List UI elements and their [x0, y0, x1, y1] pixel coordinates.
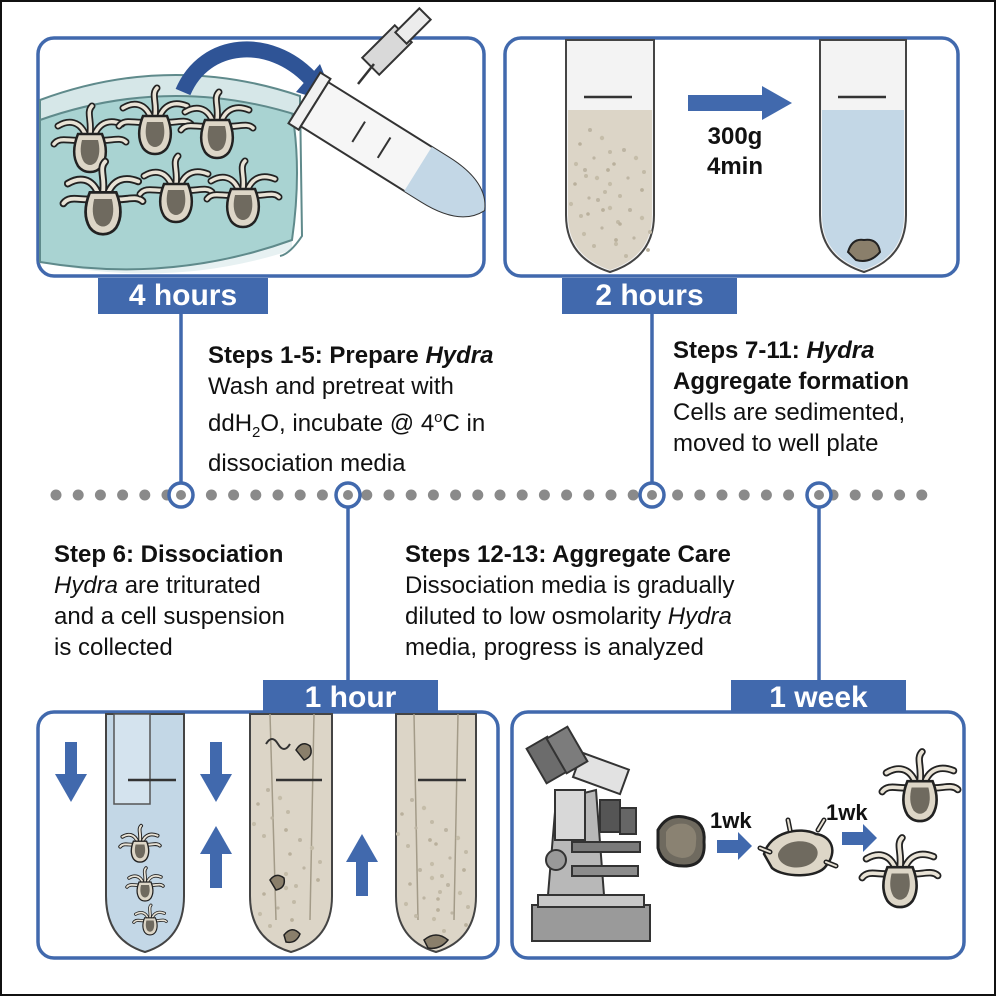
timeline-dot [361, 489, 373, 501]
panel-prepare [36, 6, 486, 278]
tab-4-hours [98, 278, 268, 314]
timeline-dot [250, 489, 262, 501]
tab-1-hour [263, 680, 438, 716]
timeline-dot [916, 489, 928, 501]
spin-speed: 300g [707, 123, 763, 150]
right-arrow-icon [717, 840, 739, 853]
timeline-dot [472, 489, 484, 501]
panel-dissociate [36, 710, 500, 960]
step-formation-title-2: Aggregate formation [673, 368, 910, 395]
timeline-dot [672, 489, 684, 501]
growth-label-1: 1wk [710, 808, 752, 833]
up-down-arrow-icon [55, 742, 378, 896]
step-formation-line: moved to well plate [673, 430, 879, 457]
timeline-dot [694, 489, 706, 501]
timeline-dot [72, 489, 84, 501]
step-dissociation-line: and a cell suspension [54, 603, 285, 630]
timeline-dot [117, 489, 129, 501]
timeline-dot [561, 489, 573, 501]
timeline-dot [627, 489, 639, 501]
step-care-title: Steps 12-13: Aggregate Care [405, 541, 731, 568]
timeline-markers [167, 481, 833, 509]
timeline-dot [94, 489, 106, 501]
tab-2-hours [562, 278, 737, 314]
timeline-dot [450, 489, 462, 501]
timeline-dot [405, 489, 417, 501]
step-formation-line: Cells are sedimented, [673, 399, 906, 426]
step-prepare-text: Steps 1-5: Prepare Hydra Wash and pretre… [208, 340, 493, 479]
right-arrow-icon [842, 832, 864, 845]
growth-label-2: 1wk [826, 800, 868, 825]
timeline-dot [516, 489, 528, 501]
timeline-dot [716, 489, 728, 501]
step-dissociation-title: Step 6: Dissociation [54, 541, 284, 568]
step-dissociation-line: Hydra are triturated [54, 572, 261, 599]
timeline-dot [316, 489, 328, 501]
step-dissociation-line: is collected [54, 634, 173, 661]
timeline-dot [849, 489, 861, 501]
centrifuge-settings: 300g 4min [690, 122, 780, 182]
panel-care [510, 710, 966, 960]
step-aggregate-formation-text: Steps 7-11: Hydra Aggregate formation Ce… [673, 335, 909, 459]
timeline-dot [294, 489, 306, 501]
step-prepare-line: Wash and pretreat with [208, 373, 454, 400]
step-dissociation-text: Step 6: Dissociation Hydra are triturate… [54, 539, 285, 663]
time-label-1-week: 1 week [769, 681, 868, 714]
panel-sediment [503, 36, 960, 278]
timeline-dot [760, 489, 772, 501]
timeline-dot [427, 489, 439, 501]
step-care-line: media, progress is analyzed [405, 634, 704, 661]
time-label-4-hours: 4 hours [128, 279, 238, 312]
step-prepare-line: ddH2O, incubate @ 4oC in [208, 409, 486, 441]
timeline-dot [538, 489, 550, 501]
timeline-dot [783, 489, 795, 501]
step-formation-title-1: Steps 7-11: Hydra [673, 337, 875, 364]
tab-1-week [731, 680, 906, 716]
curved-arrow-icon [175, 41, 316, 96]
timeline-dot [50, 489, 62, 501]
timeline-dot [228, 489, 240, 501]
timeline-dot [383, 489, 395, 501]
pipette-icon [357, 6, 433, 85]
timeline-dot [871, 489, 883, 501]
timeline-dots [50, 489, 928, 501]
timeline-dot [583, 489, 595, 501]
timeline-dot [272, 489, 284, 501]
timeline-dot [494, 489, 506, 501]
time-label-1-hour: 1 hour [304, 681, 397, 714]
right-arrow-icon [688, 95, 764, 111]
spin-time: 4min [706, 153, 763, 180]
developing-hydra-icon [757, 817, 839, 877]
tube-icon [287, 71, 486, 218]
step-care-text: Steps 12-13: Aggregate Care Dissociation… [405, 539, 734, 663]
step-prepare-line: dissociation media [208, 449, 406, 477]
step-care-line: Dissociation media is gradually [405, 572, 735, 599]
timeline-dot [605, 489, 617, 501]
timeline-dot [738, 489, 750, 501]
microscope-icon [525, 725, 651, 942]
time-label-2-hours: 2 hours [595, 279, 704, 312]
step-prepare-title: Steps 1-5: Prepare Hydra [208, 342, 494, 369]
step-care-line: diluted to low osmolarity Hydra [405, 603, 732, 630]
timeline-dot [894, 489, 906, 501]
timeline-dot [139, 489, 151, 501]
timeline-dot [205, 489, 217, 501]
